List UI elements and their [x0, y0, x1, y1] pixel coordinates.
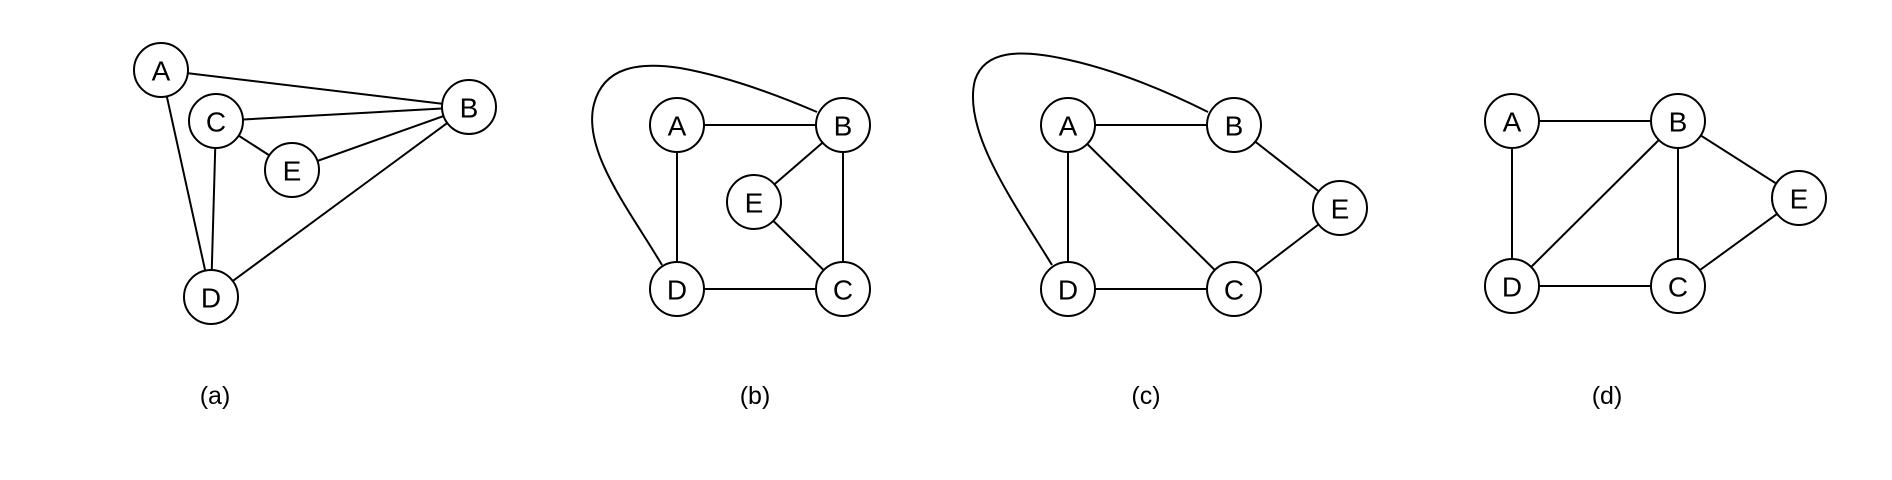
node-circle: [188, 93, 244, 149]
node-circle: [1650, 258, 1706, 314]
node-c: C: [188, 93, 244, 149]
node-circle: [726, 174, 782, 230]
graph-caption: (c): [1131, 382, 1160, 410]
node-label: D: [1502, 272, 1522, 303]
node-label: A: [1059, 111, 1078, 142]
node-label: D: [201, 283, 221, 314]
node-circle: [441, 79, 497, 135]
node-d: D: [1484, 258, 1540, 314]
node-b: B: [815, 97, 871, 153]
node-label: E: [745, 188, 764, 219]
node-label: D: [667, 275, 687, 306]
edge-b-d: [1511, 120, 1679, 287]
node-label: C: [1668, 272, 1688, 303]
node-circle: [1484, 258, 1540, 314]
curved-edge-d-b: [591, 64, 818, 266]
node-label: E: [283, 156, 302, 187]
node-c: C: [815, 261, 871, 317]
node-circle: [1312, 180, 1368, 236]
edge-a-d: [160, 69, 212, 298]
graph-caption: (a): [200, 382, 231, 410]
node-circle: [133, 42, 189, 98]
node-d: D: [1040, 261, 1096, 317]
node-b: B: [1206, 97, 1262, 153]
node-c: C: [1206, 261, 1262, 317]
node-e: E: [264, 142, 320, 198]
node-circle: [1771, 170, 1827, 226]
curved-edge-d-b: [971, 52, 1209, 266]
node-circle: [1206, 97, 1262, 153]
node-d: D: [649, 261, 705, 317]
node-label: A: [668, 111, 687, 142]
node-circle: [1484, 93, 1540, 149]
node-circle: [815, 97, 871, 153]
node-label: C: [833, 275, 853, 306]
node-label: B: [1669, 107, 1688, 138]
graph-caption: (b): [740, 382, 771, 410]
node-b: B: [1650, 93, 1706, 149]
graph-caption: (d): [1592, 382, 1623, 410]
edge-d-b: [210, 106, 470, 298]
node-label: A: [1503, 107, 1522, 138]
node-d: D: [183, 269, 239, 325]
node-circle: [1206, 261, 1262, 317]
node-circle: [649, 97, 705, 153]
node-c: C: [1650, 258, 1706, 314]
node-label: D: [1058, 275, 1078, 306]
node-a: A: [133, 42, 189, 98]
node-label: E: [1331, 194, 1350, 225]
node-label: E: [1790, 184, 1809, 215]
node-a: A: [1040, 97, 1096, 153]
node-e: E: [1771, 170, 1827, 226]
node-circle: [183, 269, 239, 325]
node-circle: [649, 261, 705, 317]
node-label: B: [1225, 111, 1244, 142]
edge-a-c: [1067, 124, 1235, 290]
node-circle: [815, 261, 871, 317]
graph-a: A B C D E (a): [133, 42, 497, 410]
edge-c-d: [210, 120, 217, 298]
edge-e-b: [291, 106, 470, 171]
node-circle: [1650, 93, 1706, 149]
graph-d: A B C D E (d): [1484, 93, 1827, 410]
edge-c-b: [215, 106, 470, 122]
node-e: E: [726, 174, 782, 230]
node-label: B: [460, 93, 479, 124]
node-circle: [1040, 97, 1096, 153]
node-b: B: [441, 79, 497, 135]
graph-b: A B C D E (b): [591, 64, 871, 410]
node-a: A: [649, 97, 705, 153]
node-circle: [264, 142, 320, 198]
node-label: C: [206, 107, 226, 138]
graph-c: A B C D E (c): [971, 52, 1368, 410]
node-label: C: [1224, 275, 1244, 306]
node-circle: [1040, 261, 1096, 317]
node-a: A: [1484, 93, 1540, 149]
edge-a-b: [160, 69, 470, 108]
node-label: B: [834, 111, 853, 142]
node-e: E: [1312, 180, 1368, 236]
node-label: A: [152, 56, 171, 87]
